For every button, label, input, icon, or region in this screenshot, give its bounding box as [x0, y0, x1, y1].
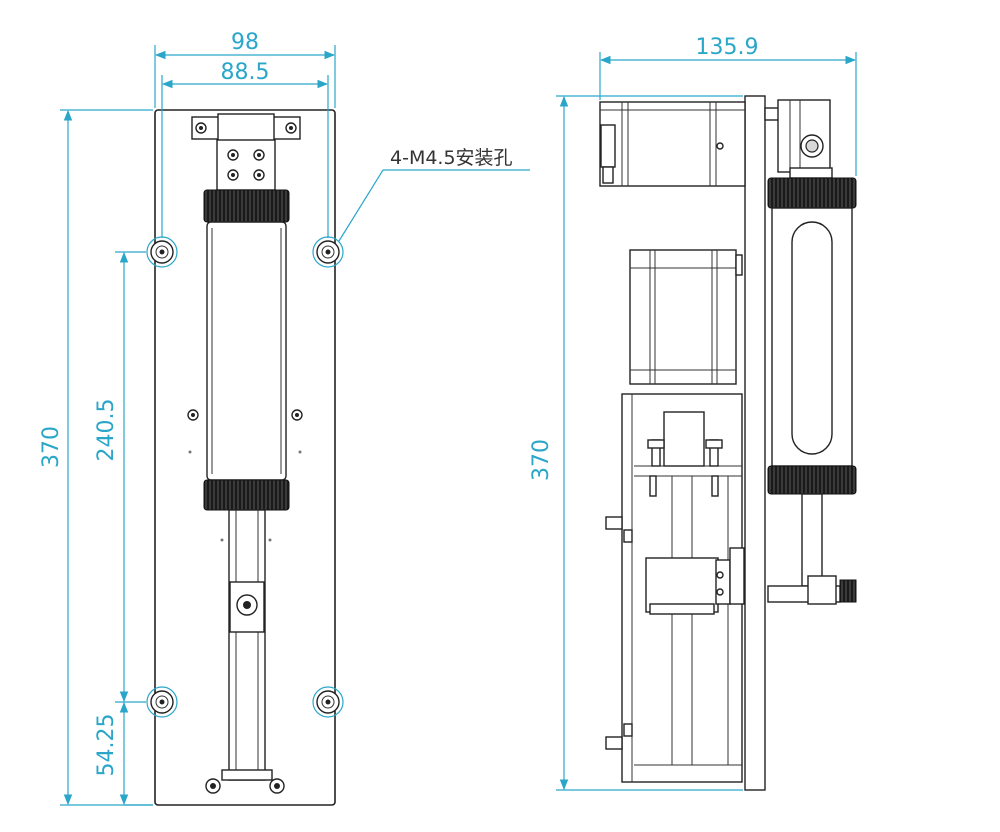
dim-hole-spacing-width: 88.5	[161, 60, 329, 238]
syringe-barrel	[203, 189, 290, 511]
lower-motor	[629, 249, 743, 385]
top-knurl-ring	[203, 189, 290, 223]
mounting-hole-callout-label: 4-M4.5安装孔	[390, 147, 513, 169]
top-motor	[599, 101, 746, 187]
dim-side-height-label: 370	[529, 439, 554, 481]
dim-bottom-hole-offset-label: 54.25	[94, 714, 119, 777]
side-frame	[605, 393, 745, 783]
base-plate	[154, 109, 336, 806]
dim-depth: 135.9	[599, 35, 857, 176]
dim-overall-width: 98	[154, 30, 336, 108]
dim-depth-label: 135.9	[696, 35, 759, 60]
side-plunger	[767, 493, 857, 605]
top-bracket	[191, 113, 301, 191]
plunger-rail	[220, 509, 273, 781]
bottom-knurl-ring	[203, 479, 290, 511]
dim-bottom-hole-offset: 54.25	[94, 701, 153, 806]
mounting-hole-callout: 4-M4.5安装孔	[338, 147, 530, 242]
side-barrel	[767, 177, 857, 495]
top-fitting	[764, 99, 833, 179]
side-view: 135.9 370	[529, 35, 857, 791]
side-plate	[744, 95, 766, 791]
dim-side-height: 370	[529, 95, 743, 791]
dim-hole-spacing-height-label: 240.5	[94, 399, 119, 462]
mounting-holes	[146, 236, 344, 718]
dim-hole-spacing-width-label: 88.5	[221, 60, 270, 85]
dim-overall-height-label: 370	[39, 426, 64, 468]
dim-overall-width-label: 98	[231, 30, 259, 55]
dim-hole-spacing-height: 240.5	[94, 251, 146, 703]
front-view: 98 88.5 370 240.5 54.25	[39, 30, 530, 806]
